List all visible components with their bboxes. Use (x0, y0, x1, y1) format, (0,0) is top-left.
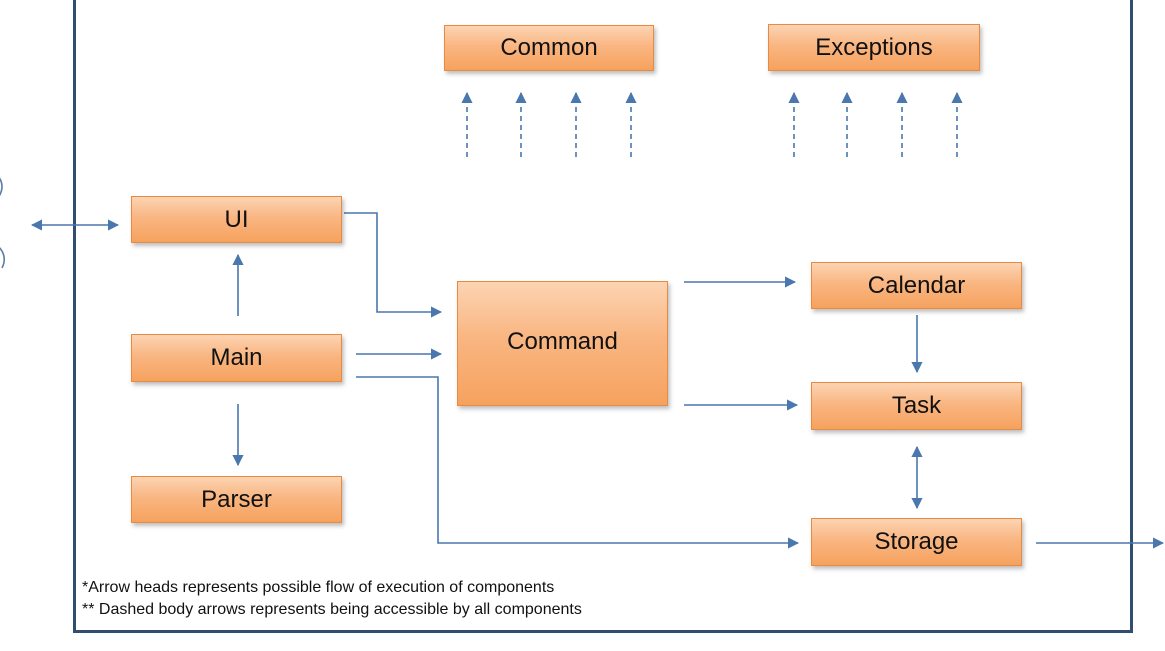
node-calendar: Calendar (811, 262, 1022, 309)
arrow-main-storage (356, 376, 800, 549)
node-command: Command (457, 281, 668, 406)
legend-note-dashed-arrows: ** Dashed body arrows represents being a… (82, 601, 582, 618)
system-boundary-frame (73, 0, 1133, 633)
node-parser: Parser (131, 476, 342, 523)
node-storage: Storage (811, 518, 1022, 566)
user-actor-icon (0, 177, 6, 269)
node-main: Main (131, 334, 342, 382)
node-common: Common (444, 25, 654, 71)
node-task: Task (811, 382, 1022, 430)
legend-note-arrow-heads: *Arrow heads represents possible flow of… (82, 579, 555, 596)
arrow-ui-command (344, 212, 443, 318)
node-ui: UI (131, 196, 342, 243)
node-exceptions: Exceptions (768, 24, 980, 71)
